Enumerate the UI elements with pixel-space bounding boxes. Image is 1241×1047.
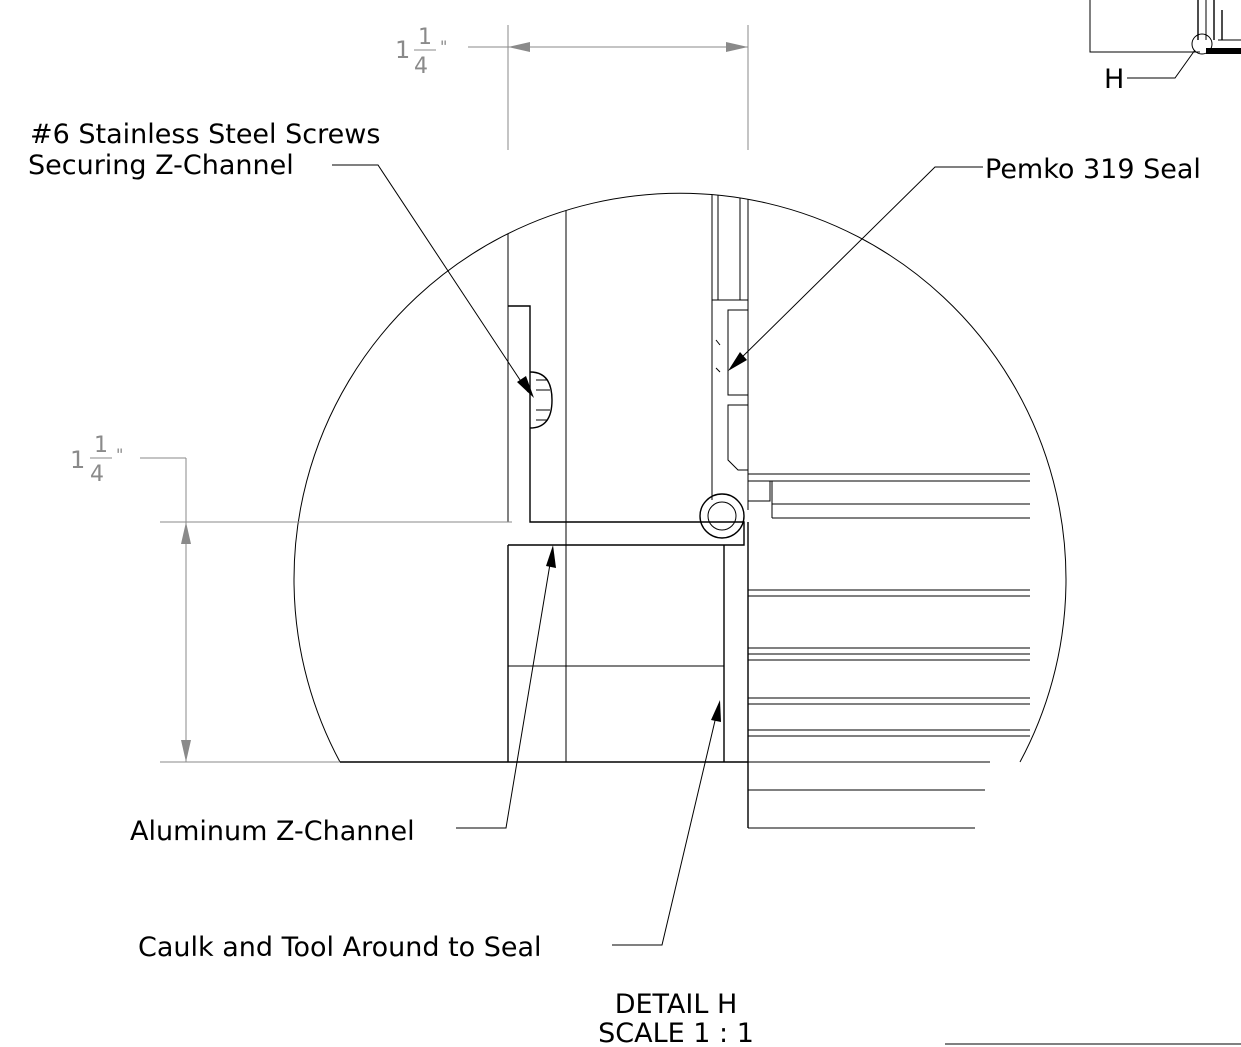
callout-z-channel: Aluminum Z-Channel	[130, 545, 556, 847]
callout-screws-line1: #6 Stainless Steel Screws	[30, 119, 380, 150]
section-geometry	[507, 193, 1030, 762]
callout-seal: Pemko 319 Seal	[728, 154, 1201, 371]
detail-circle	[293, 192, 1067, 763]
detail-title-block: DETAIL H SCALE 1 : 1	[598, 989, 754, 1047]
callout-seal-label: Pemko 319 Seal	[985, 154, 1201, 185]
callout-caulk-label: Caulk and Tool Around to Seal	[138, 932, 542, 963]
callout-z-channel-label: Aluminum Z-Channel	[130, 816, 415, 847]
dim-top-numerator: 1	[418, 25, 432, 50]
dim-top-unit: "	[440, 37, 447, 56]
dim-left-unit: "	[116, 445, 123, 464]
dim-top-whole: 1	[395, 36, 410, 64]
dim-left-whole: 1	[70, 446, 85, 474]
lower-panel	[747, 522, 990, 829]
callout-caulk: Caulk and Tool Around to Seal	[138, 700, 721, 963]
detail-scale: SCALE 1 : 1	[598, 1018, 754, 1047]
view-marker-label: H	[1104, 64, 1124, 95]
dim-top-denominator: 4	[414, 54, 428, 79]
dim-left-denominator: 4	[90, 462, 104, 487]
z-channel-shape	[507, 305, 745, 762]
callout-screws-line2: Securing Z-Channel	[28, 150, 294, 181]
dimension-top: 1 1 4 "	[395, 25, 749, 150]
dim-left-numerator: 1	[94, 433, 108, 458]
dimension-left: 1 1 4 "	[70, 433, 512, 763]
callout-screws: #6 Stainless Steel Screws Securing Z-Cha…	[28, 119, 534, 398]
detail-title: DETAIL H	[615, 989, 738, 1020]
view-marker: H	[1089, 0, 1241, 95]
screw-head	[529, 371, 553, 429]
